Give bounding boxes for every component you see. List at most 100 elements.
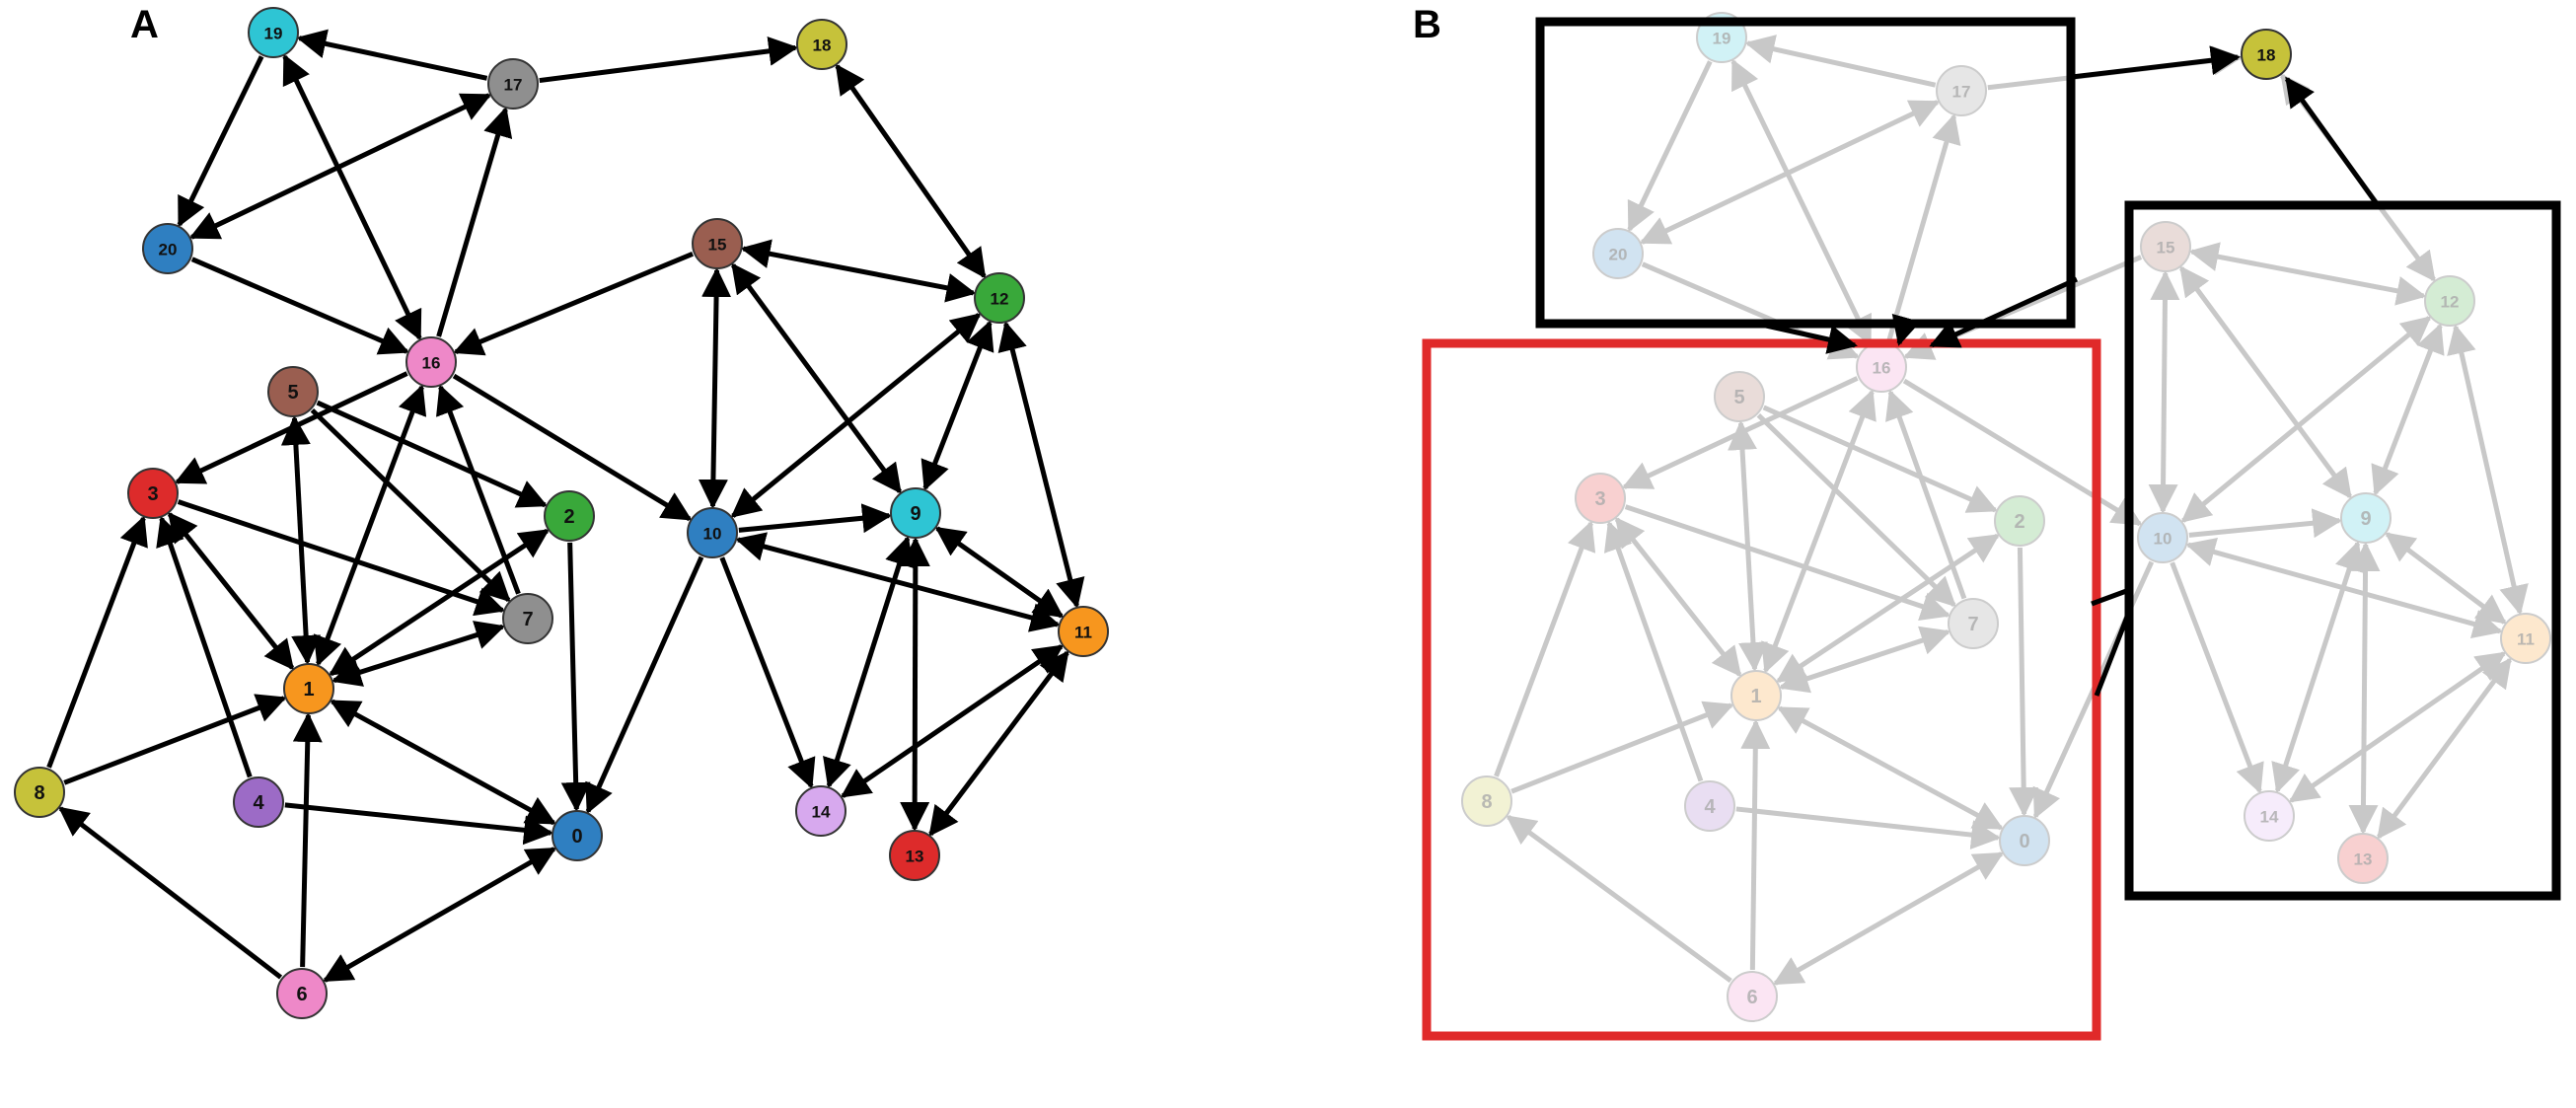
node-b-2: 2 — [1994, 495, 2045, 547]
node-label: 3 — [147, 483, 158, 505]
node-circle — [2500, 613, 2551, 664]
node-circle — [1592, 228, 1644, 279]
node-a-3: 3 — [127, 468, 179, 519]
node-circle — [1058, 606, 1109, 657]
edge-a-11-14 — [840, 644, 1065, 798]
edge-a-18-12 — [835, 63, 987, 279]
node-a-2: 2 — [544, 490, 595, 542]
node-circle — [405, 336, 457, 388]
edge-b-9-13 — [2348, 541, 2381, 836]
node-label: 15 — [708, 236, 727, 255]
bridge-edge-6 — [2094, 611, 2132, 697]
panel-label-b: B — [1413, 3, 1441, 46]
node-label: 12 — [2441, 293, 2460, 312]
edge-a-6-1 — [292, 711, 323, 968]
node-label: 16 — [1873, 359, 1891, 378]
node-label: 19 — [1713, 30, 1731, 48]
edge-a-3-1 — [167, 511, 295, 671]
node-b-7: 7 — [1948, 598, 1999, 649]
node-circle — [233, 776, 284, 828]
node-label: 5 — [287, 382, 298, 404]
edge-a-19-16 — [282, 53, 422, 341]
edge-b-7-1 — [1778, 626, 1951, 694]
node-a-17: 17 — [487, 58, 539, 110]
node-a-13: 13 — [889, 830, 940, 881]
node-label: 10 — [703, 525, 722, 544]
node-label: 0 — [571, 826, 582, 848]
node-circle — [1948, 598, 1999, 649]
edge-a-15-10 — [698, 266, 732, 510]
node-label: 10 — [2154, 530, 2172, 549]
node-circle — [1684, 780, 1735, 832]
edge-a-12-10 — [730, 313, 982, 518]
edge-b-19-16 — [1730, 58, 1873, 346]
edge-a-11-13 — [928, 650, 1069, 837]
edge-b-16-17 — [1886, 113, 1961, 342]
node-label: 19 — [264, 25, 283, 43]
edge-a-11-9 — [934, 526, 1065, 619]
node-label: 17 — [1952, 83, 1971, 102]
node-b-1: 1 — [1730, 670, 1782, 721]
node-label: 5 — [1733, 387, 1744, 408]
edge-a-4-3 — [156, 515, 253, 778]
node-b-12: 12 — [2424, 275, 2475, 327]
node-label: 13 — [2354, 850, 2373, 869]
bridge-edge-2 — [1929, 276, 2079, 348]
node-b-3: 3 — [1575, 473, 1626, 524]
edge-b-10-14 — [2170, 561, 2264, 794]
edge-a-10-9 — [738, 503, 893, 534]
edge-b-12-11 — [2447, 324, 2529, 616]
node-label: 14 — [2260, 808, 2279, 827]
edge-b-4-0 — [1735, 806, 2002, 850]
edge-a-17-18 — [539, 36, 799, 84]
node-label: 4 — [1704, 796, 1716, 818]
node-a-15: 15 — [692, 218, 743, 269]
node-circle — [276, 968, 328, 1019]
node-b-9: 9 — [2340, 492, 2392, 544]
node-label: 13 — [906, 848, 924, 866]
edge-a-10-14 — [719, 556, 816, 789]
node-a-11: 11 — [1058, 606, 1109, 657]
edge-a-19-20 — [177, 55, 264, 228]
edge-a-17-20 — [188, 93, 492, 240]
edge-b-0-1 — [1777, 705, 2004, 831]
edge-b-8-3 — [1494, 520, 1596, 777]
node-circle — [889, 830, 940, 881]
edge-b-11-13 — [2377, 657, 2512, 840]
panel-b-bridge-edges — [1765, 45, 2381, 697]
node-a-4: 4 — [233, 776, 284, 828]
node-circle — [796, 19, 847, 70]
node-b-13: 13 — [2337, 833, 2389, 884]
node-label: 4 — [253, 792, 264, 814]
node-a-5: 5 — [267, 366, 319, 417]
node-circle — [974, 272, 1025, 324]
node-circle — [544, 490, 595, 542]
edge-a-5-7 — [310, 407, 511, 603]
node-circle — [1730, 670, 1782, 721]
edge-a-10-0 — [585, 555, 704, 815]
node-a-0: 0 — [552, 810, 603, 861]
node-circle — [2337, 833, 2389, 884]
node-a-14: 14 — [795, 785, 846, 837]
node-label: 20 — [159, 241, 178, 259]
node-label: 7 — [1967, 614, 1978, 635]
node-circle — [1461, 776, 1512, 827]
node-label: 15 — [2157, 239, 2175, 258]
node-a-19: 19 — [248, 7, 299, 58]
node-circle — [267, 366, 319, 417]
node-circle — [1727, 971, 1778, 1022]
node-circle — [502, 593, 553, 644]
bridge-edge-0 — [2071, 45, 2241, 80]
node-label: 6 — [296, 984, 307, 1005]
edge-a-8-1 — [63, 694, 287, 785]
node-b-0: 0 — [1999, 815, 2050, 866]
node-label: 11 — [1074, 624, 1092, 642]
node-a-12: 12 — [974, 272, 1025, 324]
edge-a-8-3 — [46, 515, 148, 769]
edge-b-12-9 — [2371, 323, 2445, 496]
edge-a-15-9 — [730, 262, 903, 494]
edge-a-20-16 — [190, 257, 409, 355]
edge-b-2-0 — [2009, 547, 2039, 818]
